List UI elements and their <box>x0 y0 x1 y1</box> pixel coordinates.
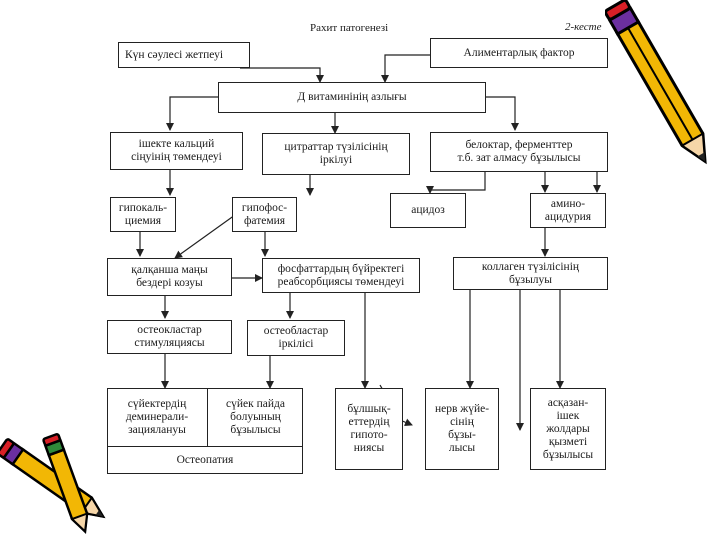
box-aminoaciduria: амино- ацидурия <box>530 193 606 228</box>
box-bone-formation-disorder: сүйек пайда болуының бұзылысы <box>207 388 303 446</box>
pencil-icon <box>0 433 106 534</box>
box-vitamin-d-deficiency: Д витаминінің азлығы <box>218 82 486 113</box>
box-hypophosphatemia: гипофос- фатемия <box>232 197 297 232</box>
osteopathy-group <box>107 388 303 474</box>
box-acidosis: ацидоз <box>390 193 466 228</box>
box-collagen-formation: коллаген түзілісінің бұзылуы <box>453 257 608 290</box>
box-citrate-formation: цитраттар түзілісінің іркілуі <box>262 133 410 175</box>
box-phosphate-reabsorption: фосфаттардың бүйректегі реабсорбциясы тө… <box>262 258 420 293</box>
pencil-icon <box>605 0 707 165</box>
box-protein-metabolism: белоктар, ферменттер т.б. зат алмасу бұз… <box>430 132 608 172</box>
diagram-title: Рахит патогенезі <box>310 22 389 34</box>
page-label: 2-кесте <box>565 21 602 33</box>
box-osteoclast-stimulation: остеокластар стимуляциясы <box>107 320 232 354</box>
box-hypocalcemia: гипокаль- циемия <box>110 197 176 232</box>
box-nervous-system: нерв жүйе- сінің бұзы- лысы <box>425 388 499 470</box>
box-sun-deficiency: Күн сәулесі жетпеуі <box>118 42 250 68</box>
box-osteoblast-inhibition: остеобластар іркілісі <box>247 320 345 356</box>
box-dietary-factor: Алиментарлық фактор <box>430 38 608 68</box>
box-parathyroid: қалқанша маңы бездері козуы <box>107 258 232 296</box>
box-intestinal-calcium: ішекте кальций сіңуінің төмендеуі <box>110 132 243 170</box>
box-muscle-hypotonia: бұлшық- еттердің гипото- ниясы <box>335 388 403 470</box>
box-osteopathy: Остеопатия <box>107 446 303 474</box>
box-gastrointestinal: асқазан- ішек жолдары қызметі бұзылысы <box>530 388 606 470</box>
box-demineralization: сүйектердің деминерали- зациялануы <box>125 397 189 436</box>
